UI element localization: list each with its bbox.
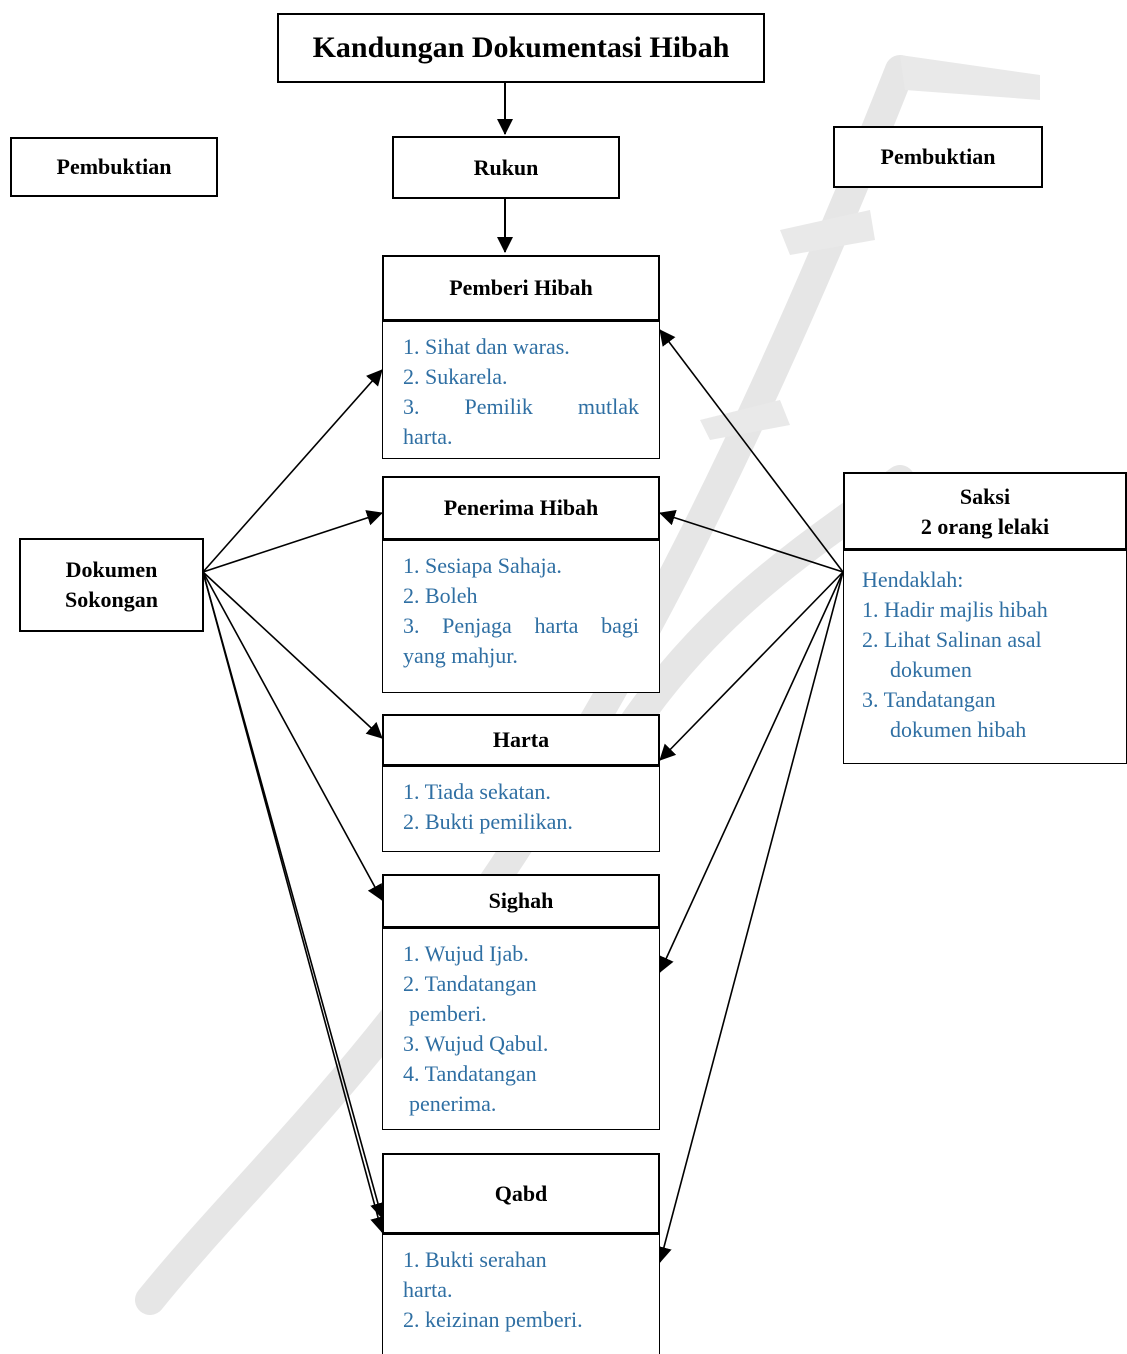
saksi-label-line2: 2 orang lelaki [920, 514, 1050, 539]
saksi-item: 1. Hadir majlis hibah [862, 597, 1048, 622]
arrow-dokumen-qabd [202, 571, 386, 1219]
pembuktian-left-box: Pembuktian [10, 137, 218, 197]
sighah-item: 2. Tandatangan [403, 971, 537, 996]
saksi-item: 2. Lihat Salinan asal [862, 627, 1042, 652]
qabd-heading: Qabd [494, 1180, 548, 1206]
sighah-heading-box: Sighah [382, 874, 660, 928]
title-box: Kandungan Dokumentasi Hibah [277, 13, 765, 83]
sighah-item: 3. Wujud Qabul. [403, 1031, 549, 1056]
qabd-heading-box: Qabd [382, 1153, 660, 1234]
arrow-saksi-qabd [656, 571, 844, 1263]
saksi-item: 3. Tandatangan [862, 687, 996, 712]
saksi-item: dokumen [890, 657, 972, 682]
pembuktian-left-label: Pembuktian [56, 154, 172, 179]
saksi-item: dokumen hibah [890, 717, 1027, 742]
dokumen-label-line1: Dokumen [65, 557, 158, 582]
rukun-label: Rukun [473, 154, 539, 180]
sighah-content: 1. Wujud Ijab. 2. Tandatangan pemberi. 3… [382, 928, 660, 1130]
arrow-dokumen-penerima [202, 510, 383, 573]
arrow-saksi-penerima [659, 509, 844, 573]
saksi-content: Hendaklah: 1. Hadir majlis hibah 2. Liha… [843, 550, 1127, 764]
pemberi-item: 2. Sukarela. [403, 364, 508, 389]
dokumen-label-line2: Sokongan [65, 587, 158, 612]
saksi-item: Hendaklah: [862, 567, 964, 592]
penerima-item: 3. Penjaga harta bagi [403, 613, 639, 638]
qabd-content: 1. Bukti serahan harta. 2. keizinan pemb… [382, 1234, 660, 1354]
page-title: Kandungan Dokumentasi Hibah [312, 31, 730, 64]
sighah-heading: Sighah [488, 888, 554, 913]
sighah-item: 1. Wujud Ijab. [403, 941, 529, 966]
qabd-item: harta. [403, 1277, 453, 1302]
pemberi-item: 1. Sihat dan waras. [403, 334, 570, 359]
penerima-content: 1. Sesiapa Sahaja. 2. Boleh 3. Penjaga h… [382, 540, 660, 693]
penerima-item: 1. Sesiapa Sahaja. [403, 553, 562, 578]
rukun-box: Rukun [392, 136, 620, 199]
penerima-heading: Penerima Hibah [443, 495, 599, 520]
qabd-item: 2. keizinan pemberi. [403, 1307, 583, 1332]
arrow-dokumen-pemberi [202, 369, 383, 573]
pemberi-heading: Pemberi Hibah [449, 275, 593, 300]
saksi-heading-box: Saksi 2 orang lelaki [843, 472, 1127, 550]
penerima-heading-box: Penerima Hibah [382, 476, 660, 540]
sighah-item: penerima. [409, 1091, 497, 1116]
saksi-label-line1: Saksi [959, 484, 1011, 509]
harta-content: 1. Tiada sekatan. 2. Bukti pemilikan. [382, 766, 660, 852]
penerima-item: yang mahjur. [403, 643, 518, 668]
pembuktian-right-label: Pembuktian [880, 144, 996, 169]
arrow-dokumen-harta [202, 571, 383, 739]
sighah-item: pemberi. [409, 1001, 487, 1026]
penerima-item: 2. Boleh [403, 583, 478, 608]
pembuktian-right-box: Pembuktian [833, 126, 1043, 188]
harta-heading-box: Harta [382, 714, 660, 766]
harta-item: 2. Bukti pemilikan. [403, 809, 573, 834]
harta-heading: Harta [492, 727, 550, 752]
pemberi-content: 1. Sihat dan waras. 2. Sukarela. 3. Pemi… [382, 321, 660, 459]
pemberi-heading-box: Pemberi Hibah [382, 255, 660, 321]
qabd-item: 1. Bukti serahan [403, 1247, 547, 1272]
arrow-dokumen-qabd-lower [202, 571, 386, 1233]
arrow-saksi-harta [659, 571, 844, 761]
dokumen-sokongan-box: Dokumen Sokongan [19, 538, 204, 632]
arrow-dokumen-sighah [202, 571, 383, 901]
arrow-saksi-pemberi [659, 329, 844, 573]
arrow-saksi-sighah [658, 571, 844, 973]
harta-item: 1. Tiada sekatan. [403, 779, 551, 804]
sighah-item: 4. Tandatangan [403, 1061, 537, 1086]
pemberi-item: harta. [403, 424, 453, 449]
pemberi-item: 3. Pemilik mutlak [403, 394, 639, 419]
